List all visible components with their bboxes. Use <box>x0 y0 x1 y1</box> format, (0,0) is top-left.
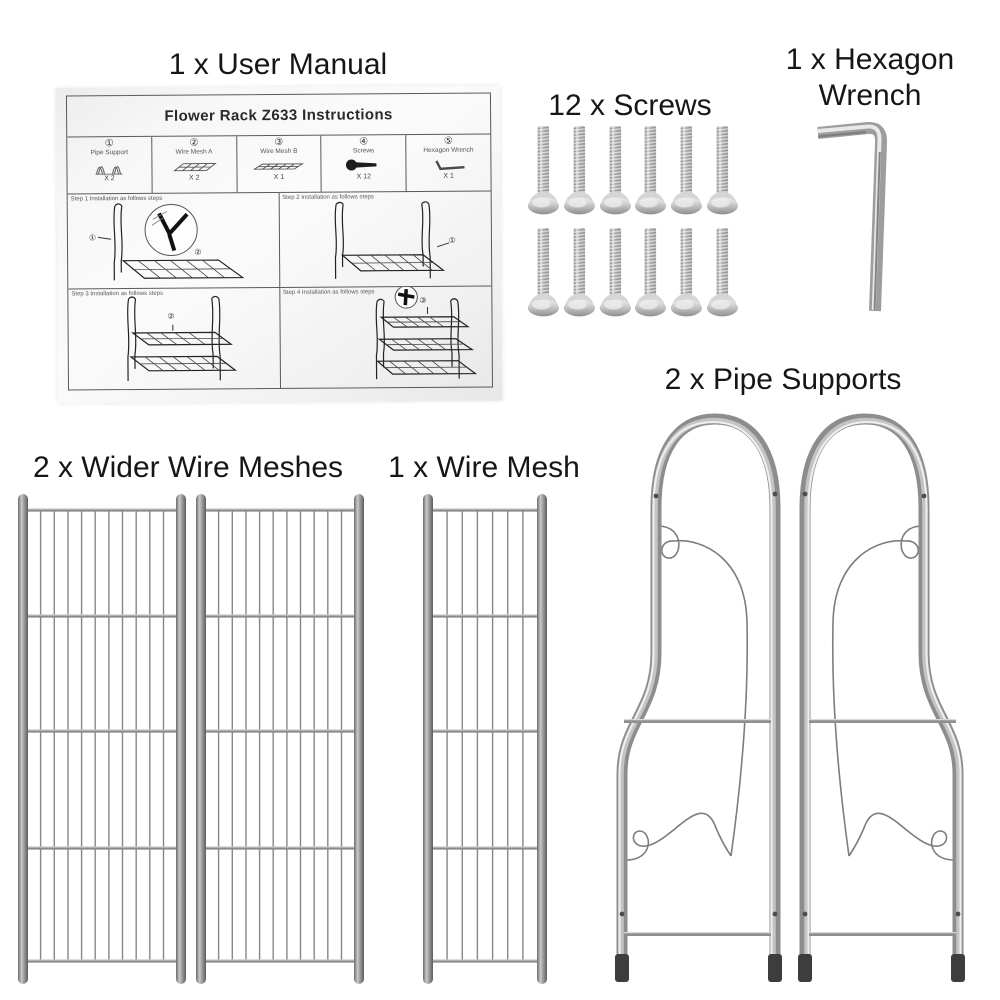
screw-illustration <box>598 124 633 222</box>
part-name: Wire Mesh A <box>175 148 213 156</box>
step-2-drawing <box>334 201 449 279</box>
wire-mesh-b-icon <box>253 156 305 174</box>
wire-mesh-label: 1 x Wire Mesh <box>388 451 580 484</box>
screw-illustration <box>705 226 740 324</box>
part-number: ① <box>104 138 114 150</box>
part-name: Wire Mesh B <box>260 147 298 156</box>
part-name: Pipe Support <box>90 149 129 157</box>
part-qty: X 12 <box>356 173 372 181</box>
hexagon-wrench-label-line2: Wrench <box>818 79 922 112</box>
hexagon-wrench-icon <box>428 155 468 173</box>
wider-wire-meshes-label: 2 x Wider Wire Meshes <box>32 451 344 484</box>
screw-illustration <box>633 226 668 324</box>
part-name: Screws <box>352 147 375 155</box>
part-qty: X 1 <box>443 172 454 180</box>
pipe-support-icon <box>92 157 126 175</box>
wider-wire-mesh-illustration-2 <box>196 494 364 984</box>
wire-mesh-illustration <box>423 494 547 984</box>
wider-wire-mesh-illustration-1 <box>18 494 186 984</box>
manual-parts-row: ① Pipe Support X 2 ② Wire Mesh A X 2 ③ W… <box>67 134 491 195</box>
manual-border-box: Flower Rack Z633 Instructions ① Pipe Sup… <box>65 92 494 391</box>
part-number: ② <box>189 137 199 149</box>
hexagon-wrench-label-line1: 1 x Hexagon <box>785 43 955 76</box>
step-callout: ② <box>194 247 202 257</box>
step-callout: ① <box>448 235 456 245</box>
manual-part-wire-mesh-a: ② Wire Mesh A X 2 <box>152 136 238 193</box>
screws-illustration <box>526 124 740 322</box>
step-callout: ② <box>167 311 175 321</box>
hexagon-wrench-illustration <box>817 121 888 312</box>
part-number: ③ <box>274 136 284 149</box>
manual-part-screws: ④ Screws X 12 <box>321 135 407 192</box>
screw-illustration <box>526 124 561 222</box>
screw-illustration <box>598 226 633 324</box>
screw-illustration <box>562 124 597 222</box>
manual-steps-grid: Step 1 Installation as follows steps ① ②… <box>67 191 492 390</box>
step-callout: ③ <box>419 296 427 306</box>
step-1-drawing <box>97 203 245 281</box>
part-number: ⑤ <box>443 135 453 147</box>
pipe-support-right-illustration <box>798 413 965 982</box>
wire-mesh-a-icon <box>170 156 218 174</box>
manual-title: Flower Rack Z633 Instructions <box>66 93 491 138</box>
manual-part-wire-mesh-b: ③ Wire Mesh B X 1 <box>236 135 323 193</box>
part-qty: X 2 <box>104 175 115 183</box>
manual-step-1: Step 1 Installation as follows steps ① ② <box>67 192 280 290</box>
manual-step-3: Step 3 Installation as follows steps ② <box>68 288 281 390</box>
step-3-drawing <box>127 295 238 382</box>
screw-icon <box>344 155 384 173</box>
pipe-support-left-illustration <box>615 413 782 982</box>
screw-illustration <box>526 226 561 324</box>
manual-step-2: Step 2 Installation as follows steps ① <box>279 191 492 289</box>
hexagon-wrench-label: 1 x Hexagon Wrench <box>755 42 985 114</box>
screw-illustration <box>633 124 668 222</box>
step-callout: ① <box>88 232 97 242</box>
user-manual-label: 1 x User Manual <box>168 48 388 81</box>
manual-part-pipe-support: ① Pipe Support X 2 <box>67 136 153 194</box>
part-qty: X 2 <box>188 174 200 182</box>
screw-illustration <box>705 124 740 222</box>
screws-label: 12 x Screws <box>548 89 712 122</box>
screw-illustration <box>669 124 704 222</box>
manual-part-hexagon-wrench: ⑤ Hexagon Wrench X 1 <box>406 135 490 192</box>
screw-illustration <box>562 226 597 324</box>
part-qty: X 1 <box>273 173 285 182</box>
pipe-supports-label: 2 x Pipe Supports <box>664 363 902 396</box>
screw-illustration <box>669 226 704 324</box>
manual-step-4: Step 4 Installation as follows steps ③ <box>280 286 492 388</box>
user-manual-illustration: Flower Rack Z633 Instructions ① Pipe Sup… <box>55 85 503 404</box>
step-4-drawing <box>375 286 477 380</box>
part-number: ④ <box>359 136 369 148</box>
